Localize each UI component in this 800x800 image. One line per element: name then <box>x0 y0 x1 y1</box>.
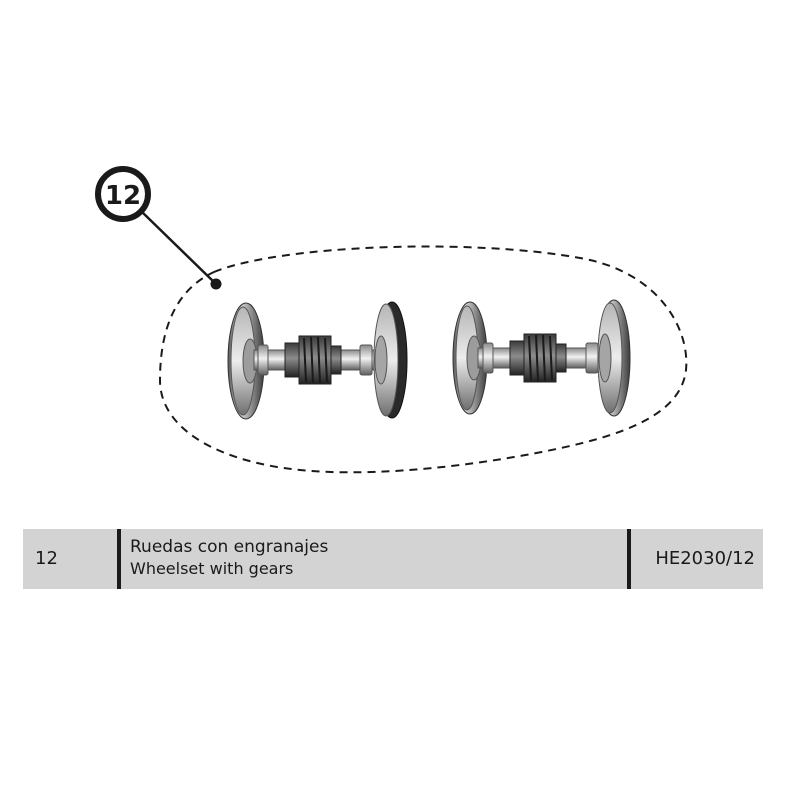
wheelset-right <box>452 299 631 417</box>
exploded-diagram: 12 <box>95 166 688 474</box>
part-number: 12 <box>35 548 58 569</box>
callout-leader-dot <box>210 278 222 290</box>
part-description-english: Wheelset with gears <box>130 559 294 578</box>
dashed-group-outline <box>158 245 688 474</box>
parts-table-row: 12 Ruedas con engranajes Wheelset with g… <box>23 529 763 589</box>
column-divider <box>627 529 631 589</box>
part-description: Ruedas con engranajes Wheelset with gear… <box>130 536 328 580</box>
column-divider <box>117 529 121 589</box>
callout-marker: 12 <box>95 166 151 222</box>
part-code: HE2030/12 <box>655 548 755 569</box>
callout-number: 12 <box>105 181 141 211</box>
part-description-spanish: Ruedas con engranajes <box>130 537 329 557</box>
wheelset-left <box>227 301 408 420</box>
callout-leader-line <box>140 210 217 285</box>
